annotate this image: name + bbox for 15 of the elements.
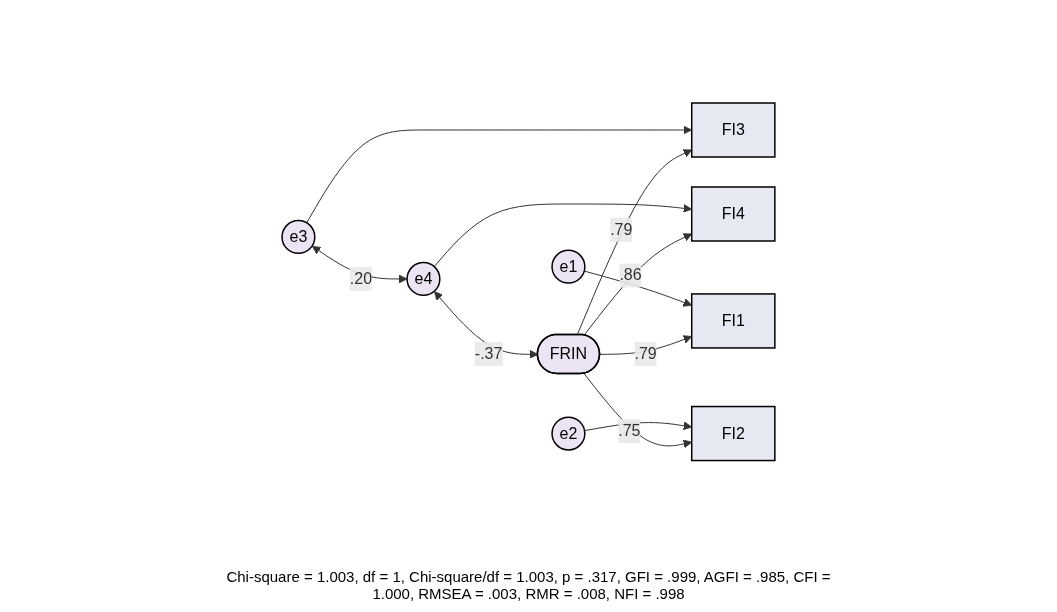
node-box: FI3 bbox=[691, 102, 776, 158]
edge-label: .75 bbox=[618, 422, 641, 440]
node-circle: e2 bbox=[551, 416, 586, 451]
node-box: FI4 bbox=[691, 186, 776, 242]
node-box: FI1 bbox=[691, 293, 776, 349]
node-circle: e1 bbox=[551, 249, 586, 285]
fit-statistics-caption: Chi-square = 1.003, df = 1, Chi-square/df = 1.003, p = .317, GFI = .999, AGFI = .985, CFI = 1.000, RMSEA = .003, RMR = .008, NFI = .998 bbox=[225, 568, 832, 602]
edge-label: -.37 bbox=[474, 345, 503, 363]
edge-label: .79 bbox=[634, 345, 657, 363]
edge-label: .20 bbox=[349, 270, 373, 288]
node-box: FI2 bbox=[691, 406, 776, 462]
edge-label: .86 bbox=[619, 266, 642, 284]
edge-label: .79 bbox=[610, 221, 633, 239]
node-circle: e4 bbox=[406, 262, 441, 297]
node-circle: e3 bbox=[281, 220, 316, 255]
